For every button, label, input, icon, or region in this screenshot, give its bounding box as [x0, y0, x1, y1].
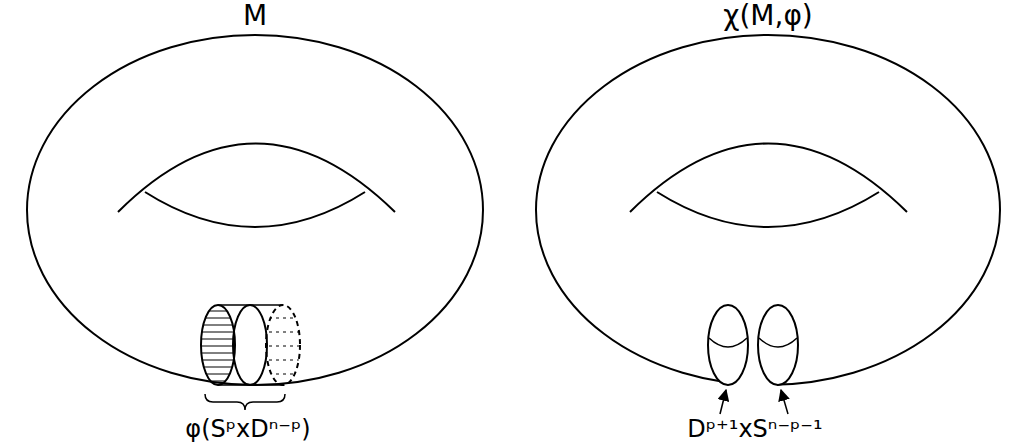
disk-equator [759, 338, 797, 347]
torus-outline [27, 35, 483, 385]
torus-outline [536, 35, 1000, 385]
embedding-label: φ(SᵖxDⁿ⁻ᵖ) [185, 417, 310, 441]
torus-hole [630, 144, 907, 213]
brace [205, 394, 285, 410]
leader-arrow [720, 390, 726, 414]
manifold-label: M [243, 2, 267, 30]
disk-end [708, 305, 748, 385]
band-section [266, 305, 300, 385]
surgery-label: χ(M,φ) [723, 2, 813, 30]
disk-equator [709, 338, 747, 347]
band-section [233, 305, 267, 385]
disk-end [758, 305, 798, 385]
torus-hole [657, 192, 879, 227]
torus-hole [145, 192, 365, 227]
boundary-label: Dᵖ⁺¹xSⁿ⁻ᵖ⁻¹ [687, 417, 822, 441]
leader-arrow [781, 390, 788, 414]
band-section [201, 305, 235, 385]
